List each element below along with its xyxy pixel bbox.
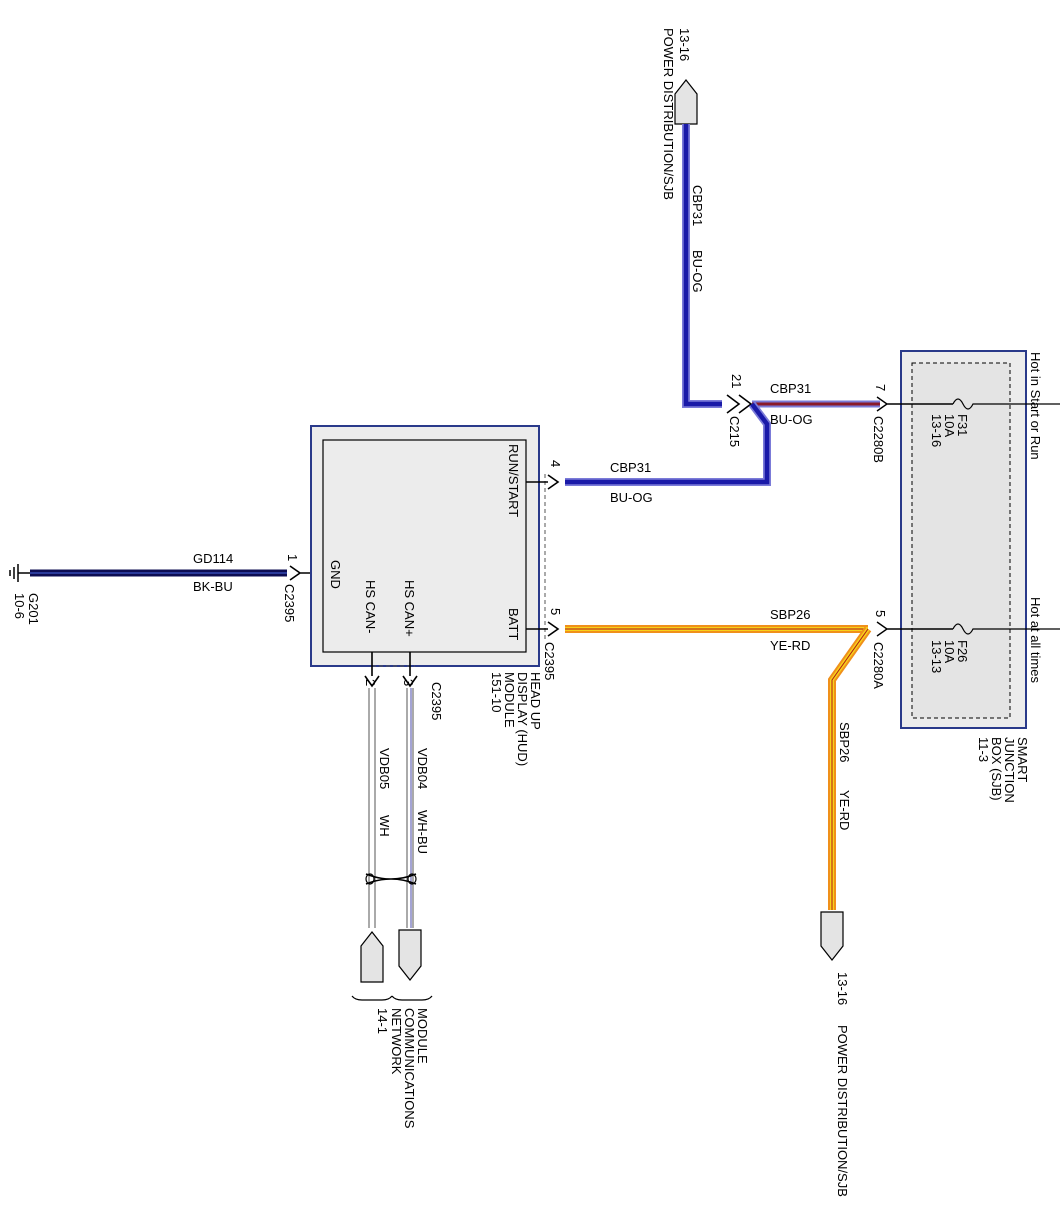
- sjb-c2280b-connector: 7 C2280B: [871, 384, 953, 463]
- ground-name: G201: [26, 593, 41, 625]
- network-offpage: [351, 929, 433, 1001]
- sjb-top-connector-label: C2280B: [871, 416, 886, 463]
- sjb-top-wire-color: BU-OG: [770, 412, 813, 427]
- hud-pin-hs-can-minus: HS CAN-: [363, 580, 378, 633]
- ground-g201: G201 10-6: [9, 564, 41, 625]
- twisted-pair: [365, 873, 417, 885]
- connector-arrow-icon: [402, 652, 418, 688]
- offpage-connector-icon: [398, 929, 422, 981]
- ground-ref: 10-6: [12, 593, 27, 619]
- hud-inner-box: [322, 439, 527, 653]
- bottom-wire-circuit: SBP26: [837, 722, 852, 762]
- can-plus-pin: 3: [401, 679, 416, 686]
- sjb-title-1: JUNCTION: [1002, 737, 1017, 803]
- can-minus-circuit: VDB05: [377, 748, 392, 789]
- offpage-connector-icon: [674, 79, 698, 125]
- can-plus-circuit: VDB04: [415, 748, 430, 789]
- can-minus-color: WH: [377, 815, 392, 837]
- connector-arrow-icon: [876, 396, 953, 412]
- hud-pin-batt: BATT: [506, 608, 521, 640]
- hud-run-pin: 4: [548, 460, 563, 467]
- can-minus-pin: 2: [363, 679, 378, 686]
- top-wire-circuit: CBP31: [690, 185, 705, 226]
- hud-module: RUN/START BATT GND HS CAN+ HS CAN-: [310, 425, 546, 667]
- sjb-hot-all-label: Hot at all times: [1028, 597, 1043, 683]
- hud-pin-run-start: RUN/START: [506, 444, 521, 517]
- bottom-offpage-label: POWER DISTRIBUTION/SJB: [835, 1025, 850, 1197]
- can-plus-color: WH-BU: [415, 810, 430, 854]
- sjb-batt-connector-label: C2280A: [871, 642, 886, 689]
- sjb-title-0: SMART: [1015, 737, 1030, 782]
- batt-wire-circuit: SBP26: [770, 607, 810, 622]
- top-offpage-label: POWER DISTRIBUTION/SJB: [661, 28, 676, 200]
- can-connector-label: C2395: [429, 682, 444, 720]
- c215-pin: 21: [729, 374, 744, 388]
- sjb-top-pin: 7: [873, 384, 888, 391]
- wire-cbp31-hud: [565, 401, 771, 486]
- c215-label: C215: [727, 416, 742, 447]
- connector-arrow-icon: [876, 621, 953, 637]
- sjb-title-3: 11-3: [976, 737, 991, 762]
- wire-sbp26-down: [828, 626, 872, 910]
- hud-title-3: 151-10: [489, 672, 504, 712]
- gnd-pin: 1: [285, 554, 300, 561]
- fuse-f31: F31 10A 13-16: [929, 398, 1060, 447]
- wire-vdb05: [368, 688, 376, 928]
- hud-batt-connector-label: C2395: [542, 642, 557, 680]
- hud-title-1: DISPLAY (HUD): [515, 672, 530, 766]
- batt-wire-color: YE-RD: [770, 638, 810, 653]
- connector-arrow-icon: [526, 474, 560, 490]
- connector-arrow-icon: [726, 394, 753, 414]
- fuse-f26-ref: 13-13: [929, 640, 944, 673]
- network-label-2: NETWORK: [389, 1008, 404, 1075]
- sjb-module: [900, 350, 1027, 729]
- fuse-f26-rating: 10A: [942, 640, 957, 663]
- sjb-hot-run-label: Hot in Start or Run: [1028, 352, 1043, 460]
- network-label-1: COMMUNICATIONS: [402, 1008, 417, 1129]
- offpage-connector-icon: [820, 911, 844, 961]
- hud-title-0: HEAD UP: [528, 672, 543, 730]
- hud-pin-gnd: GND: [328, 560, 343, 589]
- top-wire-color: BU-OG: [690, 250, 705, 293]
- fuse-icon: [952, 398, 1060, 410]
- bottom-offpage-ref: 13-16: [835, 972, 850, 1005]
- sjb-c2280a-connector: 5 C2280A: [871, 610, 953, 689]
- offpage-connector-icon: [360, 931, 384, 983]
- top-offpage-connector: 13-16 POWER DISTRIBUTION/SJB: [661, 28, 698, 200]
- fuse-f26: F26 10A 13-13: [929, 623, 1060, 673]
- ground-symbol-icon: [9, 564, 30, 582]
- fuse-f31-rating: 10A: [942, 414, 957, 437]
- sjb-top-wire-circuit: CBP31: [770, 381, 811, 396]
- wire-cbp31-top: [682, 124, 722, 408]
- hud-batt-connector: 5 C2395: [526, 608, 563, 680]
- hud-batt-pin: 5: [548, 608, 563, 615]
- gnd-connector-label: C2395: [282, 584, 297, 622]
- sjb-inner-box: [911, 362, 1011, 719]
- network-label-0: MODULE: [415, 1008, 430, 1064]
- bottom-offpage-connector: 13-16 POWER DISTRIBUTION/SJB: [820, 911, 850, 1197]
- twisted-pair-icon: [365, 873, 417, 885]
- hud-title-2: MODULE: [502, 672, 517, 728]
- ground-wire-circuit: GD114: [193, 551, 233, 566]
- hud-run-connector: 4: [526, 460, 563, 490]
- hud-run-wire-circuit: CBP31: [610, 460, 651, 475]
- c215-connector: 21 C215: [726, 374, 753, 447]
- fuse-f31-ref: 13-16: [929, 414, 944, 447]
- wire-vdb04: [406, 688, 414, 928]
- bottom-wire-color: YE-RD: [837, 790, 852, 830]
- top-offpage-ref: 13-16: [677, 28, 692, 61]
- sjb-title-2: BOX (SJB): [989, 737, 1004, 801]
- fuse-f26-name: F26: [955, 640, 970, 662]
- hud-pin-hs-can-plus: HS CAN+: [402, 580, 417, 637]
- fuse-icon: [952, 623, 1060, 635]
- ground-wire-color: BK-BU: [193, 579, 233, 594]
- fuse-f31-name: F31: [955, 414, 970, 436]
- connector-arrow-icon: [526, 621, 560, 637]
- sjb-batt-pin: 5: [873, 610, 888, 617]
- network-label-3: 14-1: [375, 1008, 390, 1034]
- connector-arrow-icon: [364, 652, 380, 688]
- can-connectors: 2 3 C2395: [363, 652, 444, 720]
- hud-run-wire-color: BU-OG: [610, 490, 653, 505]
